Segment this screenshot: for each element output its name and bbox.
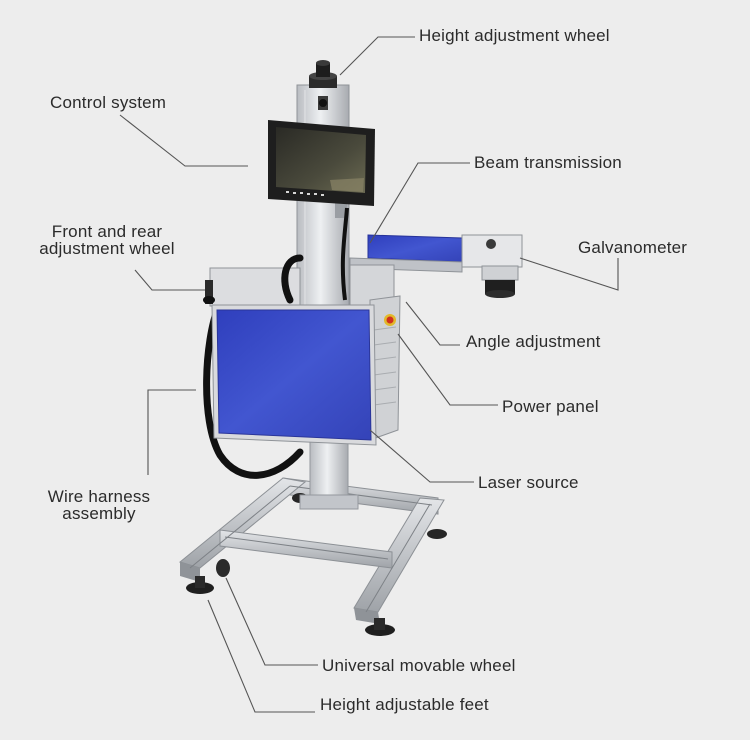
wire-harness <box>203 254 304 479</box>
height-adjustment-wheel <box>309 60 337 88</box>
label-angle-adjustment: Angle adjustment <box>466 332 601 351</box>
label-height-adjustment-wheel: Height adjustment wheel <box>419 26 610 45</box>
label-laser-source: Laser source <box>478 473 579 492</box>
label-front-rear-line2: adjustment wheel <box>39 239 175 258</box>
label-galvanometer: Galvanometer <box>578 238 688 257</box>
label-height-adjustable-feet: Height adjustable feet <box>320 695 489 714</box>
galvanometer-head <box>461 234 523 298</box>
label-power-panel: Power panel <box>502 397 599 416</box>
label-wire-harness-line1: Wire harness <box>47 487 151 506</box>
label-front-rear-line1: Front and rear <box>51 222 163 241</box>
label-wire-harness-line2: assembly <box>62 504 136 523</box>
label-universal-movable-wheel: Universal movable wheel <box>322 656 516 675</box>
laser-source-box <box>211 304 377 446</box>
callout-lines <box>119 36 619 713</box>
monitor <box>268 120 375 218</box>
label-control-system: Control system <box>50 93 167 112</box>
beam-transmission-arm <box>349 234 463 306</box>
lower-column <box>309 434 349 506</box>
feet-and-wheels <box>186 493 447 636</box>
label-beam-transmission: Beam transmission <box>474 153 622 172</box>
